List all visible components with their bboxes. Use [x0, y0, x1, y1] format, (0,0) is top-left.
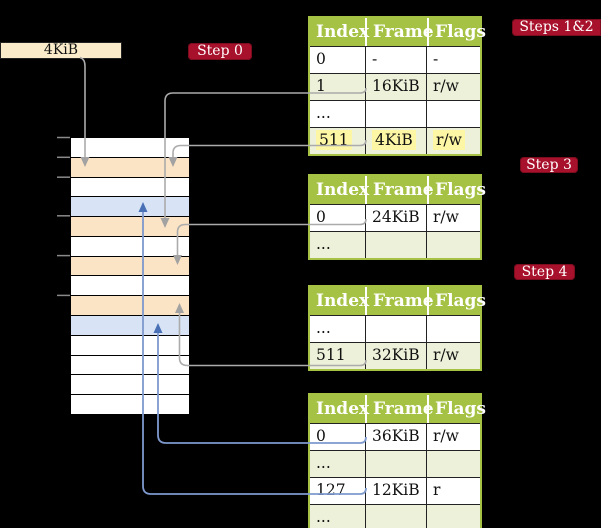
cell-frame: 32KiB — [365, 343, 426, 369]
page-table-3: Index Frame Flags ... 511 32KiB r/w — [308, 285, 486, 371]
cell-flags — [426, 505, 478, 528]
table-row: ... — [310, 450, 480, 477]
memory-row-white — [71, 395, 189, 414]
cell-index: 0 — [316, 427, 326, 445]
memory-row-white — [71, 335, 189, 356]
table-row: 0 36KiB r/w — [310, 423, 480, 450]
table-row: ... — [310, 100, 480, 127]
cell-index: 511 — [316, 346, 346, 364]
cell-index: ... — [316, 104, 331, 122]
memory-row-blue — [71, 316, 189, 336]
cell-index: ... — [316, 508, 331, 526]
cell-flags: - — [426, 47, 478, 73]
header-frame: Frame — [365, 176, 434, 204]
cell-frame: 4KiB — [365, 128, 426, 154]
badge-step-0: Step 0 — [188, 43, 252, 60]
table-row: ... — [310, 315, 480, 342]
header-frame: Frame — [365, 395, 434, 423]
cell-frame: 12KiB — [365, 478, 426, 504]
header-flags: Flags — [427, 176, 486, 204]
cell-index: 511 — [310, 128, 365, 154]
memory-row-peach — [71, 157, 189, 178]
frame-size-box: 4KiB — [0, 42, 122, 59]
table-3-header: Index Frame Flags — [310, 287, 486, 315]
cell-frame — [365, 316, 426, 342]
cell-flags: r/w — [426, 128, 478, 154]
cell-frame: 16KiB — [365, 74, 426, 100]
memory-row-white — [71, 236, 189, 257]
table-row: ... — [310, 504, 480, 528]
memory-tick-marks — [57, 136, 70, 297]
table-row-highlighted: 511 4KiB r/w — [310, 127, 480, 154]
cell-flags: r/w — [426, 424, 478, 450]
highlight-text: 511 — [316, 130, 352, 150]
memory-row-white — [71, 355, 189, 376]
cell-index: ... — [316, 454, 331, 472]
memory-row-blue — [71, 197, 189, 218]
frame-size-label: 4KiB — [43, 42, 79, 58]
header-frame: Frame — [365, 18, 434, 46]
cell-flags — [426, 101, 478, 127]
cell-index: ... — [316, 319, 331, 337]
page-table-1: Index Frame Flags 0 - - 1 16KiB r/w ... … — [308, 16, 486, 156]
page-table-2: Index Frame Flags 0 24KiB r/w ... — [308, 174, 486, 260]
header-index: Index — [316, 399, 370, 419]
cell-frame: 24KiB — [365, 205, 426, 231]
cell-index: 0 — [316, 208, 326, 226]
cell-frame — [365, 505, 426, 528]
page-table-4: Index Frame Flags 0 36KiB r/w ... 127 12… — [308, 393, 486, 528]
memory-row-white — [71, 138, 189, 158]
memory-row-peach — [71, 217, 189, 237]
cell-frame: 36KiB — [365, 424, 426, 450]
memory-row-peach — [71, 256, 189, 277]
header-index: Index — [316, 291, 370, 311]
cell-flags — [426, 316, 478, 342]
table-1-header: Index Frame Flags — [310, 18, 486, 46]
cell-frame: - — [365, 47, 426, 73]
cell-flags: r/w — [426, 343, 478, 369]
table-row: 1 16KiB r/w — [310, 73, 480, 100]
highlight-text: r/w — [433, 130, 465, 150]
header-frame: Frame — [365, 287, 434, 315]
table-row: ... — [310, 231, 480, 258]
header-flags: Flags — [427, 395, 486, 423]
cell-flags: r — [426, 478, 478, 504]
header-flags: Flags — [427, 287, 486, 315]
memory-row-white — [71, 177, 189, 198]
cell-frame — [365, 101, 426, 127]
cell-flags: r/w — [426, 205, 478, 231]
table-4-header: Index Frame Flags — [310, 395, 486, 423]
table-row: 127 12KiB r — [310, 477, 480, 504]
cell-flags: r/w — [426, 74, 478, 100]
cell-index: ... — [316, 235, 331, 253]
header-index: Index — [316, 180, 370, 200]
cell-index: 127 — [316, 481, 346, 499]
header-index: Index — [316, 22, 370, 42]
cell-frame — [365, 232, 426, 258]
cell-frame — [365, 451, 426, 477]
badge-step-3: Step 3 — [520, 157, 578, 173]
badge-step-4: Step 4 — [514, 264, 575, 280]
cell-flags — [426, 451, 478, 477]
badge-steps-1-2: Steps 1&2 — [512, 19, 601, 36]
table-row: 0 24KiB r/w — [310, 204, 480, 231]
memory-column — [70, 137, 190, 415]
memory-row-white — [71, 375, 189, 396]
table-row: 0 - - — [310, 46, 480, 73]
cell-index: 0 — [316, 50, 326, 68]
table-2-header: Index Frame Flags — [310, 176, 486, 204]
memory-row-white — [71, 276, 189, 297]
header-flags: Flags — [427, 18, 486, 46]
memory-row-peach — [71, 296, 189, 317]
table-row: 511 32KiB r/w — [310, 342, 480, 369]
cell-index: 1 — [316, 77, 326, 95]
cell-flags — [426, 232, 478, 258]
highlight-text: 4KiB — [372, 130, 416, 150]
